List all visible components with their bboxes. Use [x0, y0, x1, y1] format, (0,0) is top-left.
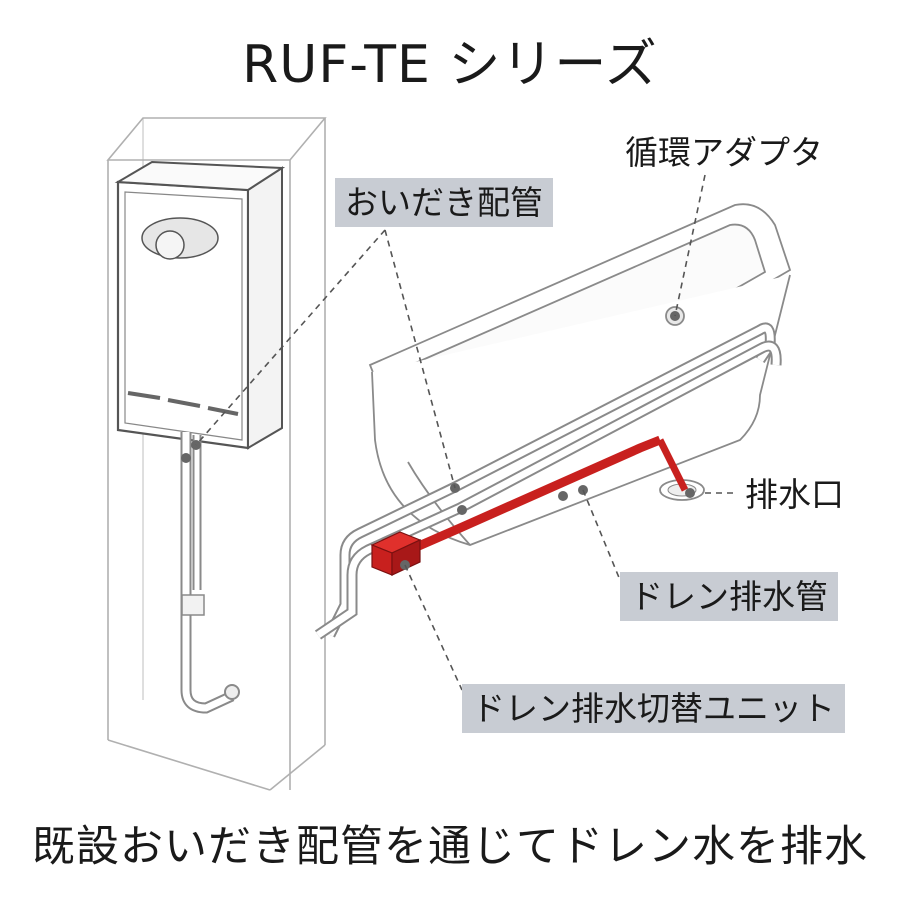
- drain-pipe-red: [403, 435, 689, 557]
- drain-switch-unit: [370, 531, 422, 576]
- connection-dots: [181, 311, 695, 570]
- leader-lines: [195, 174, 738, 691]
- water-heater-unit: [114, 160, 286, 450]
- label-drain-outlet: 排水口: [745, 475, 844, 514]
- label-drain-switch-unit: ドレン排水切替ユニット: [462, 684, 845, 733]
- label-circulation-adapter: 循環アダプタ: [625, 133, 823, 172]
- shaft-pipes: [180, 432, 240, 714]
- label-oidaki-pipe: おいだき配管: [335, 178, 553, 227]
- diagram-caption: 既設おいだき配管を通じてドレン水を排水: [32, 822, 868, 872]
- label-drain-pipe: ドレン排水管: [620, 572, 838, 621]
- oidaki-pipes: [314, 322, 782, 640]
- diagram-title: RUF-TE シリーズ: [242, 35, 658, 95]
